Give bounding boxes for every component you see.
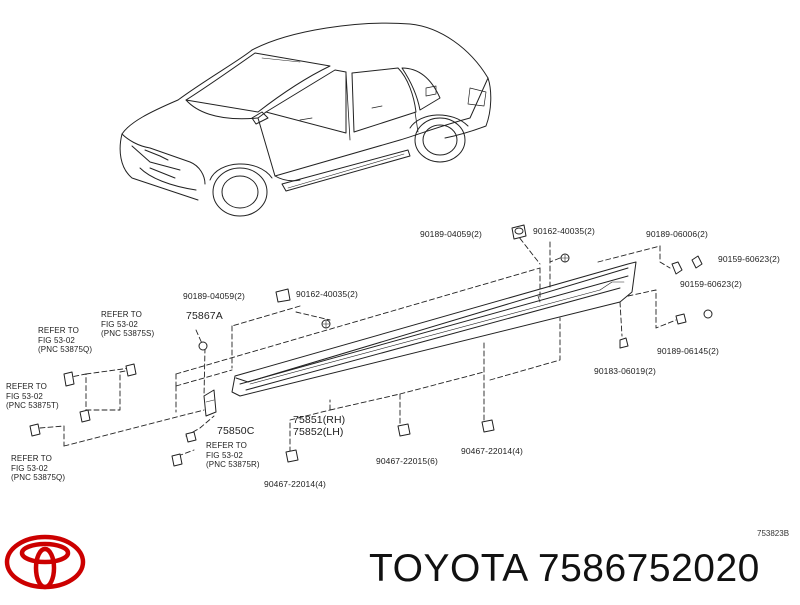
diagram-reference-code: 753823B	[757, 529, 790, 538]
part-label: 90189-04059(2)	[420, 229, 482, 239]
refer-note: REFER TO FIG 53-02 (PNC 53875S)	[101, 310, 155, 338]
part-label: 90189-06006(2)	[646, 229, 708, 239]
brand-part-number: TOYOTA 7586752020	[369, 547, 760, 590]
part-label: 90162-40035(2)	[296, 289, 358, 299]
part-label: 90159-60623(2)	[680, 279, 742, 289]
part-label: 75851(RH)	[293, 414, 346, 426]
part-label: 90467-22015(6)	[376, 456, 438, 466]
refer-note: REFER TO FIG 53-02 (PNC 53875Q)	[11, 454, 66, 482]
toyota-logo-icon	[4, 534, 86, 590]
refer-note: REFER TO FIG 53-02 (PNC 53875Q)	[38, 326, 93, 354]
part-label: 90189-06145(2)	[657, 346, 719, 356]
rocker-panel	[203, 261, 637, 417]
part-label: 90162-40035(2)	[533, 226, 595, 236]
part-label: 90159-60623(2)	[718, 254, 780, 264]
car-illustration	[119, 22, 492, 217]
refer-note: REFER TO FIG 53-02 (PNC 53875R)	[206, 441, 260, 469]
part-label: 75867A	[186, 310, 223, 322]
part-label: 90467-22014(4)	[264, 479, 326, 489]
part-label: 90183-06019(2)	[594, 366, 656, 376]
part-label: 75850C	[217, 425, 255, 437]
refer-note: REFER TO FIG 53-02 (PNC 53875T)	[6, 382, 59, 410]
part-label: 75852(LH)	[293, 426, 344, 438]
part-label: 90189-04059(2)	[183, 291, 245, 301]
part-label: 90467-22014(4)	[461, 446, 523, 456]
